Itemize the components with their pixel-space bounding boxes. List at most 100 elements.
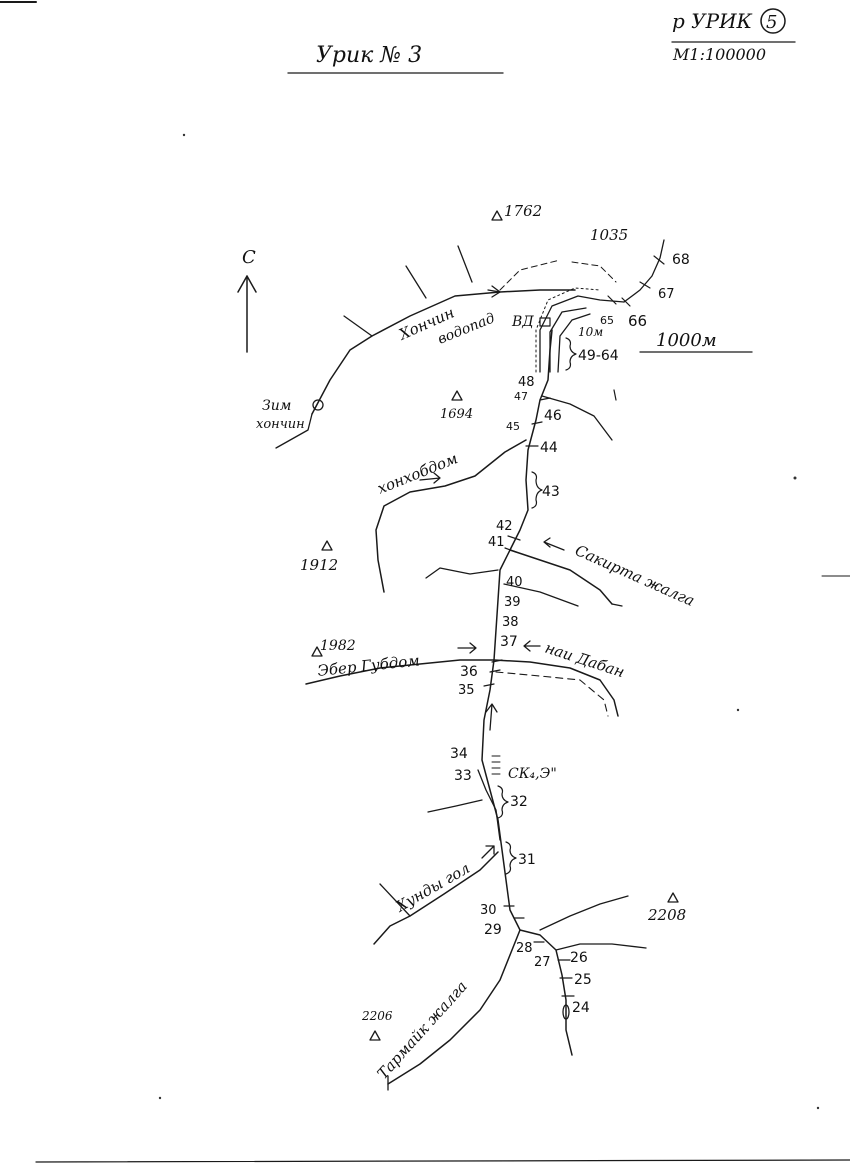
brace-43: [531, 471, 543, 509]
label-sk3: СК₄,Э": [508, 766, 557, 782]
label-zim: Зим: [262, 398, 291, 414]
khonchin-upper-branch: [405, 265, 427, 299]
dashed-trail: [571, 261, 617, 283]
marker-42: 42: [496, 519, 513, 534]
marker-39: 39: [504, 595, 521, 610]
canyon-line: [539, 295, 625, 373]
east-stream-2208: [539, 895, 629, 931]
east-stream-mark: [613, 389, 617, 401]
marker-67: 67: [658, 287, 675, 302]
label-10m: 10м: [578, 325, 603, 339]
arrow-sakirta-icon: [543, 537, 565, 551]
speck: [816, 1106, 820, 1110]
label-tarmaik: Тармайк жалга: [374, 977, 471, 1082]
label-eber: Эбер Губдом: [317, 651, 421, 680]
rapids-sk3: [491, 755, 501, 775]
sakirta-end-mark: [611, 603, 623, 607]
marker-47: 47: [514, 390, 528, 403]
marker-33: 33: [454, 768, 472, 784]
marker-66: 66: [628, 312, 647, 330]
marker-25: 25: [574, 972, 592, 988]
peak-2208: 2208: [647, 906, 686, 924]
marker-44: 44: [540, 440, 558, 456]
marker-46: 46: [544, 408, 562, 424]
peak-1035: 1035: [590, 226, 628, 244]
marker-35: 35: [458, 683, 475, 698]
nai-daban-river-line: [493, 659, 619, 717]
marker-65: 65: [600, 314, 614, 327]
east-stream-26: [555, 943, 647, 951]
marker-40: 40: [506, 575, 523, 590]
marker-28: 28: [516, 941, 533, 956]
east-stream-39: [503, 583, 579, 607]
waterfall-icon: [539, 317, 551, 327]
marker-68: 68: [672, 252, 690, 268]
winter-hut-icon: [312, 399, 324, 411]
marker-36: 36: [460, 664, 478, 680]
marker-49-64: 49-64: [578, 348, 619, 364]
label-khundy-gol: Хунды гол: [392, 859, 473, 916]
peak-1982: 1982: [320, 638, 356, 654]
north-label: С: [242, 247, 256, 268]
label-vd: ВД: [511, 314, 534, 330]
sheet-number: 5: [766, 12, 777, 33]
nai-daban-trail: [495, 671, 609, 717]
segment-ticks: [483, 255, 665, 997]
peak-1694-icon: [451, 390, 463, 401]
sheet-number-circle: [760, 8, 786, 34]
bottom-edge-line: [35, 1159, 850, 1163]
speck: [793, 476, 797, 480]
marker-26: 26: [570, 950, 588, 966]
sakirta-river-line: [509, 549, 613, 605]
canyon-line-2: [549, 307, 587, 373]
arrow-nai-daban-icon: [523, 640, 541, 652]
brace-31: [505, 841, 517, 875]
peak-1912-icon: [321, 540, 333, 551]
west-stream-32: [427, 799, 483, 813]
canyon-line-3: [557, 313, 591, 373]
map-title: Урик № 3: [316, 43, 422, 68]
peak-2206-icon: [369, 1030, 381, 1041]
marker-48: 48: [518, 375, 535, 390]
marker-27: 27: [534, 955, 551, 970]
brace-32: [497, 785, 509, 819]
peak-1694: 1694: [440, 407, 473, 422]
upper-stream-line: [623, 239, 665, 303]
arrow-khonkhobdom-icon: [419, 472, 441, 484]
label-nai-daban: наи Дабан: [543, 639, 627, 682]
dashed-trail-2: [499, 259, 561, 291]
brace-49-64: [565, 337, 577, 371]
khonkhobdom-river-line: [375, 439, 527, 593]
rapids-line: [477, 769, 501, 841]
arrow-main-icon: [485, 703, 498, 731]
khonchin-winter-branch: [343, 315, 373, 337]
marker-38: 38: [502, 615, 519, 630]
marker-29: 29: [484, 922, 502, 938]
khundy-river-line: [373, 851, 499, 945]
marker-34: 34: [450, 746, 468, 762]
peak-2206: 2206: [361, 1009, 393, 1023]
arrow-eber-icon: [457, 642, 477, 654]
khundy-branch: [379, 883, 411, 917]
label-khonchin-winter: хончин: [256, 417, 305, 432]
marker-41: 41: [488, 535, 505, 550]
peak-1912: 1912: [300, 556, 338, 574]
sheet-scale: М1:100000: [672, 45, 766, 64]
peak-1982-icon: [311, 646, 323, 657]
east-stream-46: [541, 395, 613, 441]
speck: [736, 708, 740, 712]
speck: [182, 133, 186, 137]
zim-hut-line: [275, 413, 313, 449]
peak-1762-icon: [491, 210, 503, 221]
marker-30: 30: [480, 903, 497, 918]
west-stream-40: [425, 567, 499, 579]
marker-43: 43: [542, 484, 560, 500]
tarmaik-river-line: [387, 929, 521, 1085]
marker-31: 31: [518, 852, 536, 868]
end-marker-icon: [562, 1004, 570, 1020]
peak-1762: 1762: [504, 202, 542, 220]
label-sakirta: Сакирта жалга: [572, 541, 697, 610]
main-river-line: [481, 329, 573, 1056]
canyon-hatch: [535, 287, 601, 373]
